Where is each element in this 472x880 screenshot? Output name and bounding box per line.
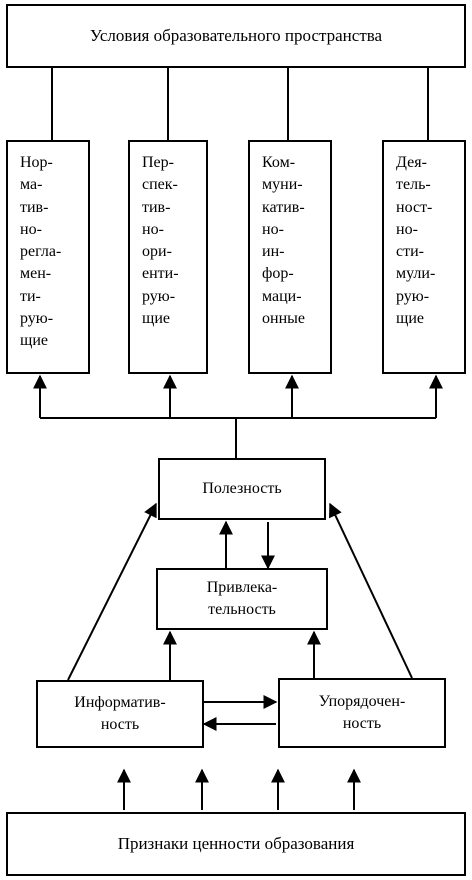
column-1-line: мен- bbox=[20, 265, 52, 283]
bottom-title: Признаки ценности образования bbox=[117, 834, 355, 853]
column-2-line: Пер- bbox=[142, 154, 174, 171]
column-2-line: тив- bbox=[142, 198, 171, 216]
column-2-line: щие bbox=[142, 310, 170, 328]
top-title: Условия образовательного пространства bbox=[89, 26, 383, 45]
informativeness-line: Информатив- bbox=[74, 694, 166, 711]
usefulness-box: Полезность bbox=[158, 458, 326, 520]
column-4-line: но- bbox=[396, 220, 418, 238]
column-3-line: но- bbox=[262, 220, 284, 238]
column-box-activity: Дея- тель- ност- но- сти- мули- рую- щие bbox=[382, 140, 466, 374]
usefulness-label: Полезность bbox=[202, 480, 282, 497]
column-4-line: мули- bbox=[396, 265, 436, 283]
column-4-line: ност- bbox=[396, 198, 433, 216]
top-title-box: Условия образовательного пространства bbox=[6, 4, 466, 68]
arrow-info-to-useful bbox=[67, 502, 157, 681]
column-1-line: рую- bbox=[20, 310, 54, 328]
informativeness-line: ность bbox=[100, 716, 140, 733]
column-1-line: ма- bbox=[20, 176, 43, 194]
column-1-line: регла- bbox=[20, 243, 62, 261]
column-1-line: ти- bbox=[20, 287, 41, 305]
informativeness-box: Информатив- ность bbox=[36, 680, 204, 748]
column-4-line: Дея- bbox=[396, 154, 427, 171]
column-1-line: Нор- bbox=[20, 154, 53, 171]
column-3-line: муни- bbox=[262, 176, 303, 194]
column-1-line: тив- bbox=[20, 198, 49, 216]
column-4-line: рую- bbox=[396, 287, 430, 305]
attractiveness-line: тельность bbox=[208, 601, 276, 618]
column-box-normative: Нор- ма- тив- но- регла- мен- ти- рую- щ… bbox=[6, 140, 90, 374]
column-box-prospective: Пер- спек- тив- но- ори- енти- рую- щие bbox=[128, 140, 208, 374]
orderliness-line: ность bbox=[342, 715, 382, 732]
column-1-line: щие bbox=[20, 332, 48, 350]
bottom-title-box: Признаки ценности образования bbox=[6, 812, 466, 876]
orderliness-line: Упорядочен- bbox=[318, 693, 406, 710]
attractiveness-box: Привлека- тельность bbox=[156, 568, 328, 630]
column-1-line: но- bbox=[20, 220, 42, 238]
column-2-line: но- bbox=[142, 220, 164, 238]
column-2-line: спек- bbox=[142, 176, 178, 194]
column-3-line: Ком- bbox=[262, 154, 296, 171]
arrow-order-to-useful bbox=[329, 502, 413, 679]
orderliness-box: Упорядочен- ность bbox=[278, 678, 446, 748]
column-2-line: рую- bbox=[142, 287, 176, 305]
column-3-line: маци- bbox=[262, 287, 302, 305]
column-4-line: щие bbox=[396, 310, 424, 328]
column-2-line: ори- bbox=[142, 243, 172, 261]
column-3-line: катив- bbox=[262, 198, 305, 216]
attractiveness-line: Привлека- bbox=[206, 579, 278, 596]
column-4-line: тель- bbox=[396, 176, 431, 194]
column-3-line: фор- bbox=[262, 265, 294, 283]
column-4-line: сти- bbox=[396, 243, 424, 261]
column-2-line: енти- bbox=[142, 265, 179, 283]
column-3-line: ин- bbox=[262, 243, 285, 261]
column-box-communicative: Ком- муни- катив- но- ин- фор- маци- онн… bbox=[248, 140, 332, 374]
column-3-line: онные bbox=[262, 310, 305, 328]
